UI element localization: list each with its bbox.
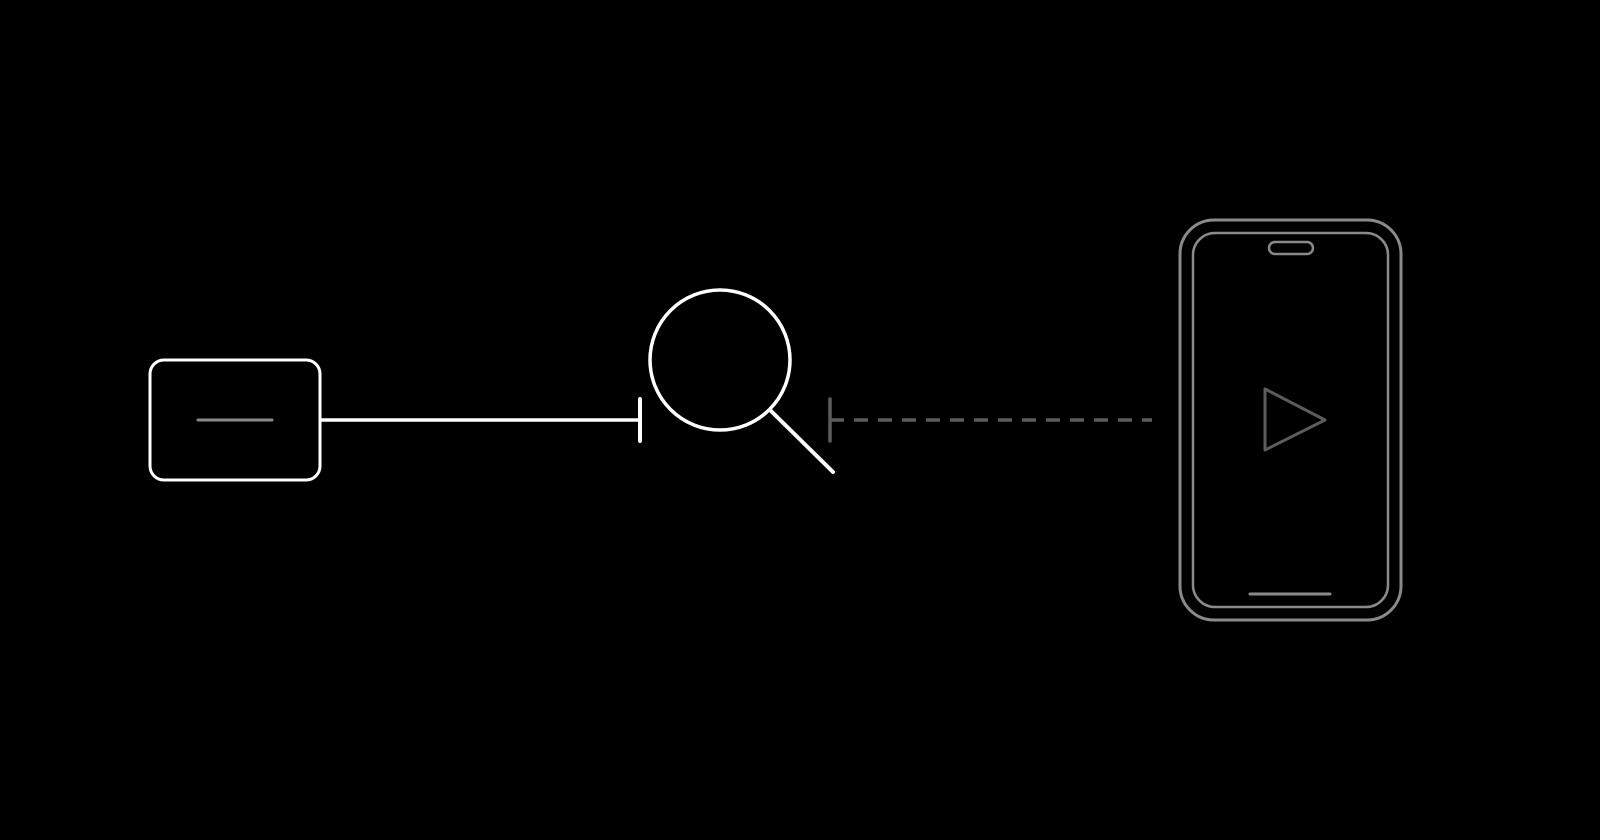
dashed-connector xyxy=(828,397,1152,443)
smartphone-speaker-pill xyxy=(1267,240,1315,256)
search-icon xyxy=(648,288,835,474)
smartphone-screen xyxy=(1191,231,1390,609)
solid-connector xyxy=(320,397,642,443)
play-icon xyxy=(1263,387,1327,452)
minus-card-icon xyxy=(148,358,322,482)
smartphone-outer-frame xyxy=(1178,218,1403,622)
search-icon-handle xyxy=(768,408,835,474)
smartphone-play-icon xyxy=(1178,218,1403,622)
search-icon-lens xyxy=(648,288,792,432)
